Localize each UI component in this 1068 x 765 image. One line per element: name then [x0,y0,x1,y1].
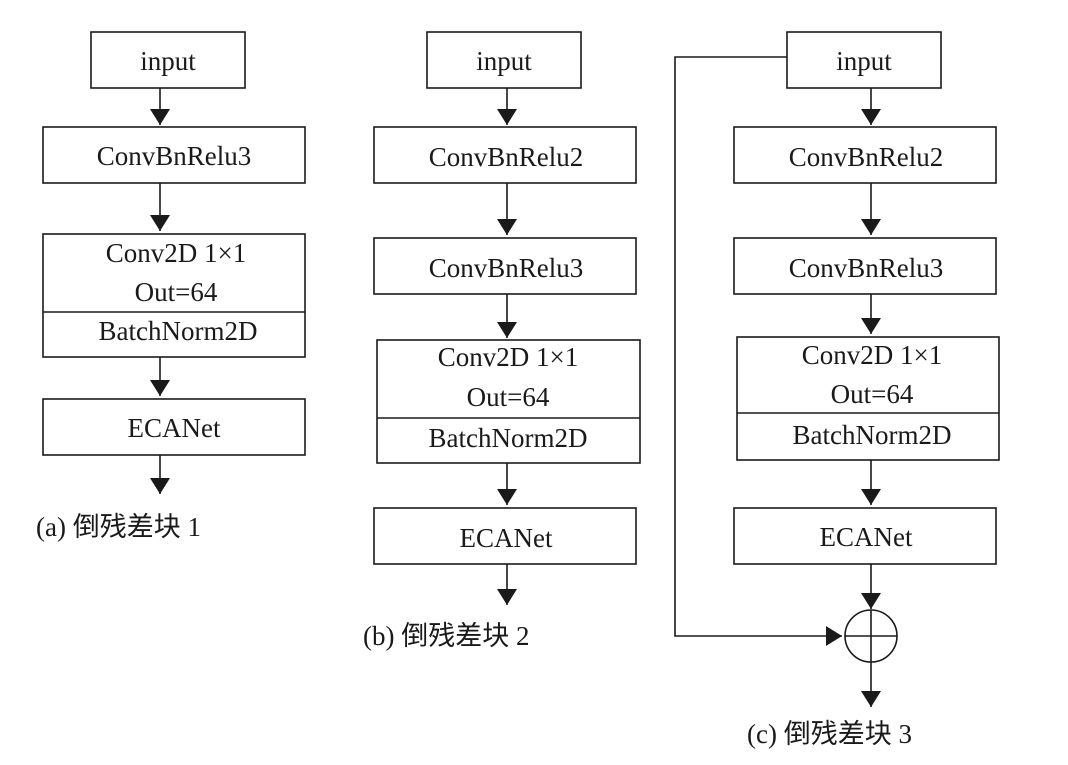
block-b: input ConvBnRelu2 ConvBnRelu3 Conv2D 1×1… [363,31,641,651]
b-batchnorm-label: BatchNorm2D [429,423,588,453]
a-ecanet-label: ECANet [128,413,221,443]
c-add-node-icon [844,609,898,663]
c-caption: (c) 倒残差块 3 [747,719,912,749]
b-input-box [426,31,582,89]
b-ecanet-box [373,507,637,565]
b-conv2d-box [376,339,641,464]
c-skip-connection [674,56,842,646]
a-input-box [90,31,246,89]
a-conv2d-line1: Conv2D 1×1 [106,238,246,268]
c-batchnorm-label: BatchNorm2D [793,420,952,450]
c-conv-bn-relu3-box [733,237,997,295]
a-caption: (a) 倒残差块 1 [36,512,201,542]
a-conv-bn-relu3-label: ConvBnRelu3 [97,141,252,171]
b-conv-bn-relu2-label: ConvBnRelu2 [429,142,584,172]
c-conv2d-line1: Conv2D 1×1 [802,340,942,370]
c-conv2d-box [736,336,1000,461]
c-conv2d-line2: Out=64 [831,379,914,409]
c-input-box [786,31,942,89]
b-conv-bn-relu3-box [373,237,637,295]
c-conv-bn-relu2-label: ConvBnRelu2 [789,142,944,172]
block-c: input ConvBnRelu2 ConvBnRelu3 Conv2D 1×1… [674,31,1000,749]
b-input-label: input [476,46,532,76]
block-a: input ConvBnRelu3 Conv2D 1×1 Out=64 Batc… [36,31,306,542]
c-input-label: input [836,46,892,76]
a-conv-bn-relu3-box [42,126,306,184]
b-conv2d-line2: Out=64 [467,382,550,412]
b-conv-bn-relu3-label: ConvBnRelu3 [429,253,584,283]
b-conv-bn-relu2-box [373,126,637,184]
c-ecanet-label: ECANet [820,522,913,552]
b-caption: (b) 倒残差块 2 [363,621,529,651]
b-ecanet-label: ECANet [460,523,553,553]
c-conv-bn-relu2-box [733,126,997,184]
a-ecanet-box [42,398,306,456]
c-ecanet-box [733,507,997,565]
a-conv2d-line2: Out=64 [135,277,218,307]
a-input-label: input [140,46,196,76]
b-conv2d-line1: Conv2D 1×1 [438,342,578,372]
a-batchnorm-label: BatchNorm2D [99,316,258,346]
a-conv2d-box [42,233,306,358]
c-conv-bn-relu3-label: ConvBnRelu3 [789,253,944,283]
